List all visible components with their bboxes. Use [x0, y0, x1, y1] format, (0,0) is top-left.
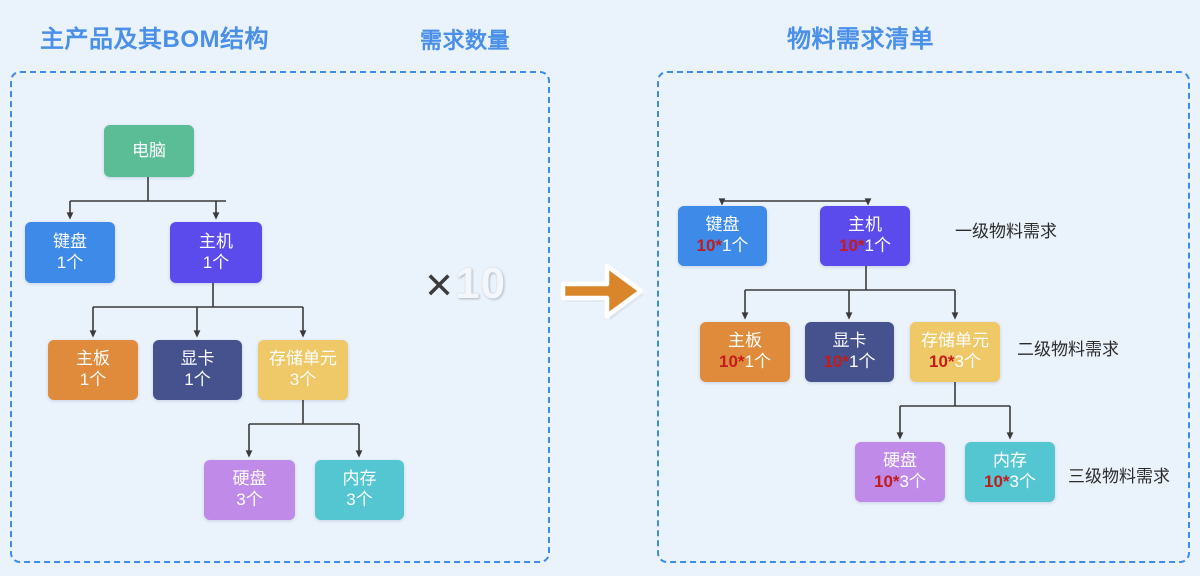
node-mainboard[interactable]: 主板 1个 — [48, 340, 138, 400]
node-label: 电脑 — [132, 140, 166, 160]
node-label: 显卡 — [180, 349, 215, 369]
node-gpu-demand[interactable]: 显卡 10*1个 — [805, 322, 894, 382]
node-label: 显卡 — [832, 331, 867, 351]
node-multiplier: 10* — [929, 352, 955, 371]
node-label: 键盘 — [705, 215, 740, 235]
node-hard-disk[interactable]: 硬盘 3个 — [204, 460, 295, 520]
node-label: 内存 — [342, 469, 377, 489]
node-quantity: 10*1个 — [824, 352, 876, 373]
panel-bom-structure — [10, 71, 550, 563]
node-quantity: 10*3个 — [984, 472, 1036, 493]
node-quantity: 1个 — [202, 252, 230, 272]
page-title-demand-quantity: 需求数量 — [420, 28, 511, 53]
node-quantity: 1个 — [184, 370, 211, 389]
page-title-material-requirement-list: 物料需求清单 — [787, 26, 934, 53]
node-storage-unit-demand[interactable]: 存储单元 10*3个 — [910, 322, 1000, 382]
node-unit-qty: 1个 — [722, 236, 749, 255]
node-quantity: 3个 — [236, 490, 263, 509]
node-quantity: 10*1个 — [719, 352, 771, 373]
panel-material-requirements — [657, 71, 1190, 563]
node-quantity: 3个 — [289, 370, 317, 389]
node-quantity: 10*3个 — [929, 352, 981, 373]
node-label: 键盘 — [53, 231, 87, 251]
node-multiplier: 10* — [719, 352, 745, 371]
node-multiplier: 10* — [874, 472, 900, 491]
multiplier-value: 10 — [455, 259, 507, 308]
node-memory[interactable]: 内存 3个 — [315, 460, 404, 520]
node-quantity: 1个 — [79, 370, 107, 389]
node-label: 主机 — [199, 231, 233, 251]
node-label: 主板 — [76, 349, 110, 369]
node-host[interactable]: 主机 1个 — [170, 222, 262, 283]
node-label: 硬盘 — [232, 469, 267, 489]
node-label: 存储单元 — [269, 349, 337, 369]
node-label: 主板 — [728, 331, 762, 351]
node-unit-qty: 1个 — [849, 352, 876, 371]
node-quantity: 10*3个 — [874, 472, 926, 493]
annotation-level1-requirement: 一级物料需求 — [955, 222, 1057, 241]
page-title-bom-structure: 主产品及其BOM结构 — [40, 26, 269, 53]
node-unit-qty: 3个 — [1009, 472, 1036, 491]
node-keyboard[interactable]: 键盘 1个 — [25, 222, 115, 283]
node-label: 存储单元 — [921, 331, 989, 351]
annotation-level3-requirement: 三级物料需求 — [1068, 467, 1170, 486]
node-multiplier: 10* — [696, 236, 723, 255]
node-multiplier: 10* — [823, 352, 850, 371]
node-unit-qty: 3个 — [954, 352, 981, 371]
annotation-level2-requirement: 二级物料需求 — [1017, 340, 1119, 359]
right-arrow-icon — [560, 263, 644, 320]
node-quantity: 10*1个 — [697, 236, 749, 257]
node-memory-demand[interactable]: 内存 10*3个 — [965, 442, 1055, 502]
node-label: 主机 — [848, 215, 882, 235]
node-multiplier: 10* — [984, 472, 1010, 491]
node-keyboard-demand[interactable]: 键盘 10*1个 — [678, 206, 767, 266]
node-unit-qty: 1个 — [864, 236, 891, 255]
node-label: 内存 — [993, 451, 1027, 471]
node-unit-qty: 1个 — [744, 352, 771, 371]
node-gpu[interactable]: 显卡 1个 — [153, 340, 242, 400]
node-quantity: 10*1个 — [839, 236, 891, 257]
node-mainboard-demand[interactable]: 主板 10*1个 — [700, 322, 790, 382]
node-multiplier: 10* — [839, 236, 865, 255]
node-storage-unit[interactable]: 存储单元 3个 — [258, 340, 348, 400]
node-host-demand[interactable]: 主机 10*1个 — [820, 206, 910, 266]
multiply-icon: ✕ — [424, 265, 456, 306]
node-unit-qty: 3个 — [899, 472, 926, 491]
multiplier-badge: ✕10 — [424, 262, 506, 306]
node-quantity: 1个 — [56, 252, 84, 272]
node-label: 硬盘 — [883, 451, 917, 471]
node-computer[interactable]: 电脑 — [104, 125, 194, 177]
node-hard-disk-demand[interactable]: 硬盘 10*3个 — [855, 442, 945, 502]
node-quantity: 3个 — [346, 490, 373, 509]
